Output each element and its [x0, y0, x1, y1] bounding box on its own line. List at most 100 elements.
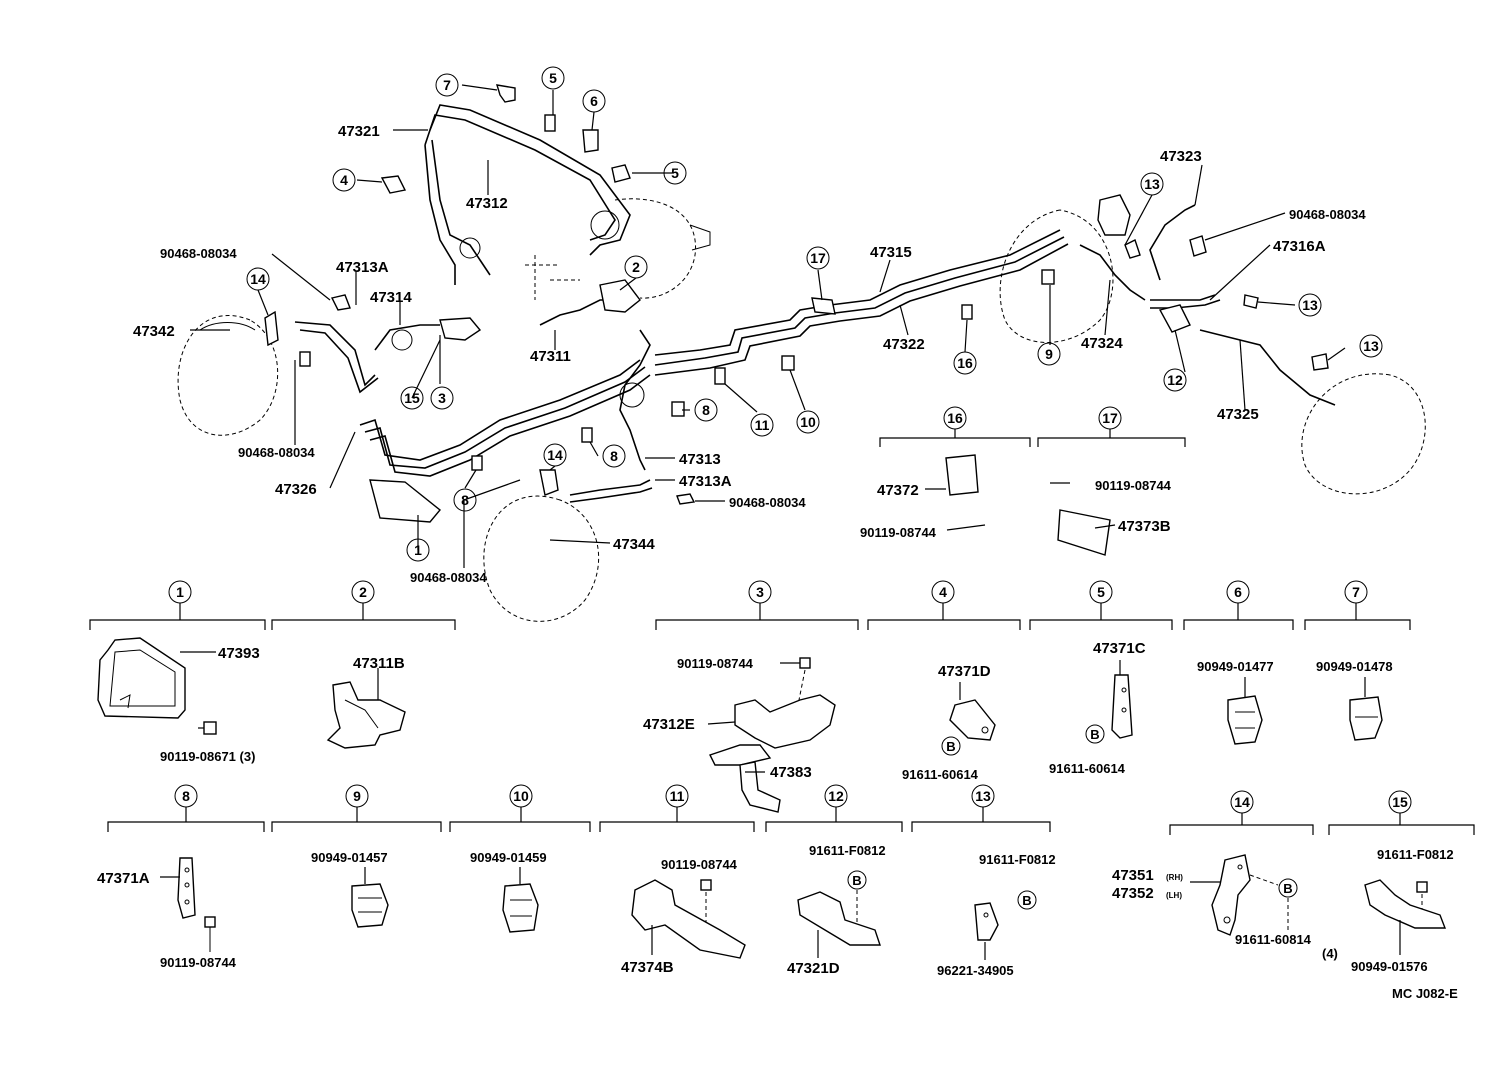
- svg-text:15: 15: [1392, 794, 1408, 810]
- svg-text:(4): (4): [1322, 946, 1338, 961]
- svg-text:17: 17: [810, 250, 826, 266]
- callout-8-left: 8: [453, 488, 477, 512]
- callout-6-top: 6: [582, 89, 606, 113]
- svg-text:1: 1: [176, 584, 184, 600]
- svg-text:13: 13: [1144, 176, 1160, 192]
- svg-text:11: 11: [755, 417, 770, 433]
- svg-text:3: 3: [756, 584, 764, 600]
- brake-tube-47314: [374, 324, 440, 351]
- front-right-wheel-outline: [483, 495, 600, 622]
- svg-text:7: 7: [443, 77, 451, 93]
- overview-clip-17: [811, 297, 836, 315]
- overview-flex-hose-fitting: [599, 279, 641, 313]
- brake-tube-47321: [424, 104, 631, 285]
- svg-text:47311B: 47311B: [353, 655, 405, 672]
- svg-text:8: 8: [702, 402, 710, 418]
- detail-2-bracket-47311B: 47311B: [326, 655, 406, 749]
- svg-text:91611-F0812: 91611-F0812: [1377, 847, 1454, 862]
- label-47325: 47325: [1217, 406, 1259, 423]
- brake-hose-47316A: [1150, 294, 1221, 309]
- svg-text:10: 10: [800, 414, 816, 430]
- svg-text:9: 9: [1045, 346, 1053, 362]
- detail-header-4: 4: [867, 580, 1021, 630]
- detail-5-clamp-47371C: 47371C B 91611-60614: [1049, 640, 1146, 776]
- detail-4-clamp-47371D: 47371D B 91611-60614: [902, 663, 996, 782]
- overview-leader-lines: [190, 84, 1346, 568]
- svg-text:5: 5: [671, 165, 679, 181]
- overview-clip-8c: [581, 427, 593, 443]
- overview-clip-16: [961, 304, 973, 320]
- bolt-symbol-12: B: [852, 873, 861, 888]
- svg-text:91611-60614: 91611-60614: [1049, 761, 1126, 776]
- brake-tube-47313A-front-left: [294, 321, 379, 394]
- overview-bracket-14-front-right: [539, 469, 559, 496]
- callout-13-rear-a: 13: [1140, 172, 1164, 196]
- detail-15-clamp-90949-01576: 91611-F0812 90949-01576: [1351, 847, 1454, 974]
- label-90468-d: 90468-08034: [410, 570, 487, 585]
- svg-text:47321D: 47321D: [787, 960, 840, 977]
- svg-text:8: 8: [182, 788, 190, 804]
- svg-text:90119-08744: 90119-08744: [160, 955, 237, 970]
- label-47326: 47326: [275, 481, 317, 498]
- svg-text:4: 4: [340, 172, 348, 188]
- overview-bracket-12: [1158, 304, 1191, 333]
- overview-clip-11: [714, 367, 726, 385]
- detail-11-bracket-47374B: 90119-08744 47374B: [621, 857, 746, 976]
- svg-text:16: 16: [947, 410, 963, 426]
- group-16-header: 16: [879, 406, 1031, 447]
- callout-17-top: 17: [806, 246, 830, 270]
- detail-header-14: 14: [1169, 790, 1314, 835]
- detail-header-1: 1: [89, 580, 266, 630]
- callout-9-top: 9: [1037, 342, 1061, 366]
- detail-header-11: 11: [599, 784, 755, 832]
- svg-text:13: 13: [975, 788, 991, 804]
- overview-tee-47313A: [439, 317, 482, 341]
- label-47313A-top: 47313A: [336, 259, 389, 276]
- svg-text:9: 9: [353, 788, 361, 804]
- svg-text:2: 2: [632, 259, 640, 275]
- svg-text:91611-60814: 91611-60814: [1235, 932, 1312, 947]
- master-cylinder-outline: [525, 198, 711, 300]
- label-47311: 47311: [530, 348, 571, 365]
- detail-7-clip-90949-01478: 90949-01478: [1316, 659, 1393, 741]
- svg-text:90119-08671 (3): 90119-08671 (3): [160, 749, 255, 764]
- overview-clip-9: [1041, 269, 1055, 285]
- svg-text:91611-F0812: 91611-F0812: [809, 843, 886, 858]
- svg-text:47312E: 47312E: [643, 716, 695, 733]
- callout-8-right: 8: [694, 398, 718, 422]
- diagram-code: MC J082-E: [1392, 986, 1458, 1001]
- callout-10-top: 10: [796, 410, 820, 434]
- svg-text:3: 3: [438, 390, 446, 406]
- svg-text:2: 2: [359, 584, 367, 600]
- svg-text:14: 14: [250, 271, 266, 287]
- overview-clip-8a: [471, 455, 483, 471]
- label-90119-16: 90119-08744: [860, 525, 937, 540]
- overview-clip-90468-rear: [1189, 235, 1207, 257]
- bolt-symbol-14: B: [1283, 881, 1292, 896]
- callout-3-top: 3: [430, 386, 454, 410]
- label-47324: 47324: [1081, 335, 1123, 352]
- callout-4-top: 4: [332, 168, 356, 192]
- svg-text:96221-34905: 96221-34905: [937, 963, 1014, 978]
- detail-9-clip-90949-01457: 90949-01457: [311, 850, 389, 928]
- label-47315: 47315: [870, 244, 912, 261]
- overview-clip-5a: [544, 114, 556, 132]
- callout-13-rear-b: 13: [1298, 293, 1322, 317]
- label-47344: 47344: [613, 536, 655, 553]
- label-47316A: 47316A: [1273, 238, 1326, 255]
- overview-clip-7: [496, 84, 516, 103]
- bolt-symbol-4: B: [946, 739, 955, 754]
- svg-text:12: 12: [828, 788, 844, 804]
- callout-13-rear-c: 13: [1359, 334, 1383, 358]
- overview-valve-rear: [1097, 194, 1131, 236]
- label-47373B: 47373B: [1118, 518, 1171, 535]
- detail-6-clip-90949-01477: 90949-01477: [1197, 659, 1274, 745]
- callout-7-top: 7: [435, 73, 459, 97]
- svg-text:4: 4: [939, 584, 947, 600]
- svg-text:47371C: 47371C: [1093, 640, 1146, 657]
- overview-clip-10: [781, 355, 795, 371]
- overview-clip-5b: [611, 164, 631, 183]
- svg-text:47393: 47393: [218, 645, 260, 662]
- label-90468-c: 90468-08034: [729, 495, 806, 510]
- svg-text:11: 11: [670, 788, 685, 804]
